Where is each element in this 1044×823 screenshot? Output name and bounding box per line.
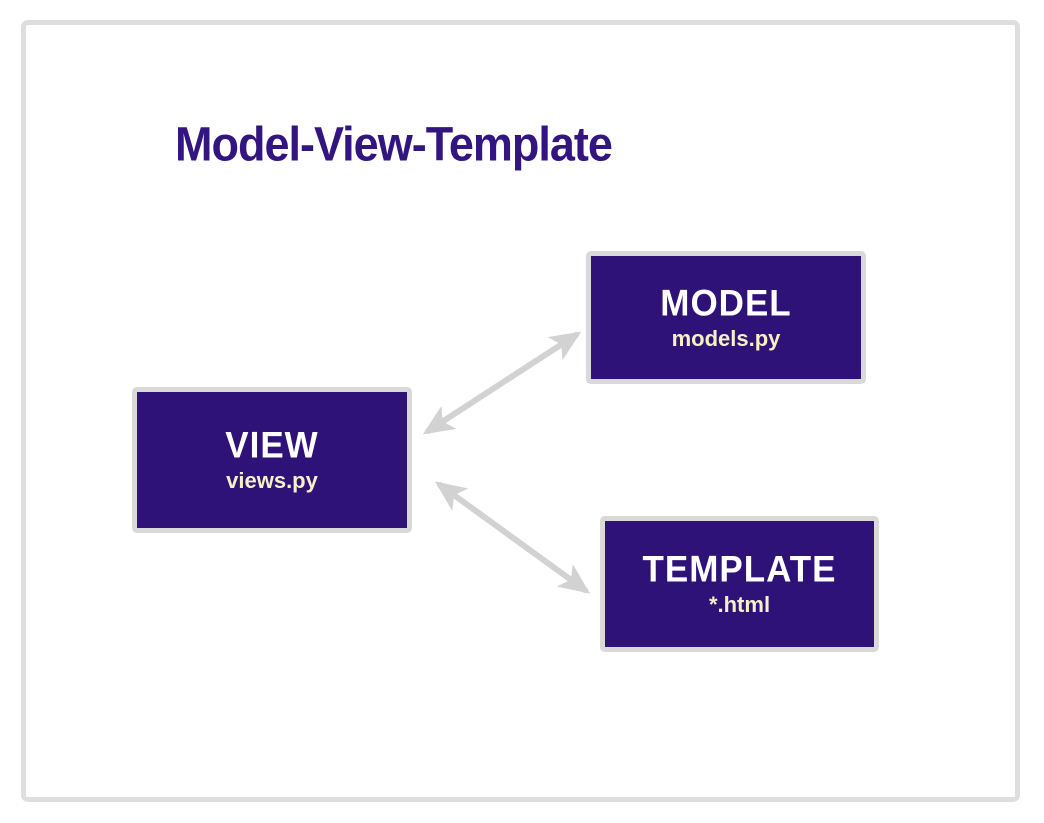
node-model: MODEL models.py — [586, 251, 866, 384]
node-template: TEMPLATE *.html — [600, 516, 879, 652]
diagram-title: Model-View-Template — [175, 116, 613, 172]
arrow-view-model — [422, 331, 582, 435]
node-model-sublabel: models.py — [671, 325, 781, 351]
arrow-view-template — [434, 481, 591, 594]
node-template-sublabel: *.html — [708, 592, 771, 617]
node-template-label: TEMPLATE — [642, 549, 837, 590]
node-model-label: MODEL — [660, 282, 792, 324]
node-view-sublabel: views.py — [226, 468, 318, 493]
node-view-label: VIEW — [225, 425, 319, 466]
node-view: VIEW views.py — [132, 387, 412, 533]
